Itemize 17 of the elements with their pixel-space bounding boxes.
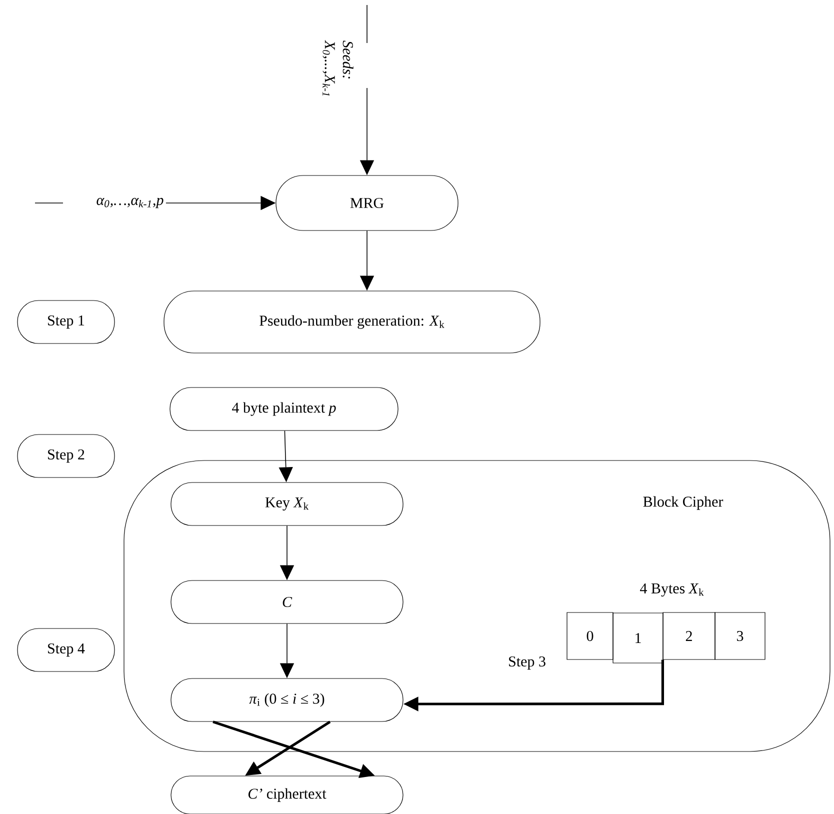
bytes-label: 4 Bytes X$_{k}$ [640, 583, 704, 597]
byte-cell: 3 [714, 612, 766, 660]
rounded-box: Pseudo-number generation: X$_{k}$ [164, 290, 540, 354]
rounded-box: Step 2 [17, 434, 115, 478]
rounded-box: C’ ciphertext [170, 776, 404, 814]
byte-cell: 2 [662, 612, 716, 660]
rounded-box: 4 byte plaintext p [170, 387, 398, 431]
rounded-box: C [170, 580, 404, 624]
input-text: α$_{0}$,…,α$_{k-1}$,p [96, 198, 164, 208]
rounded-box: Step 4 [17, 628, 115, 672]
rounded-box: Key X$_{k}$ [170, 482, 404, 526]
edge-label: Step 3 [507, 655, 547, 671]
byte-cell: 1 [612, 612, 664, 664]
rounded-box: π$_{i}$ (0 ≤ i ≤ 3) [170, 678, 404, 722]
rounded-box: MRG [276, 175, 458, 231]
rounded-box: Step 1 [17, 300, 115, 344]
byte-cell: 0 [566, 612, 614, 660]
